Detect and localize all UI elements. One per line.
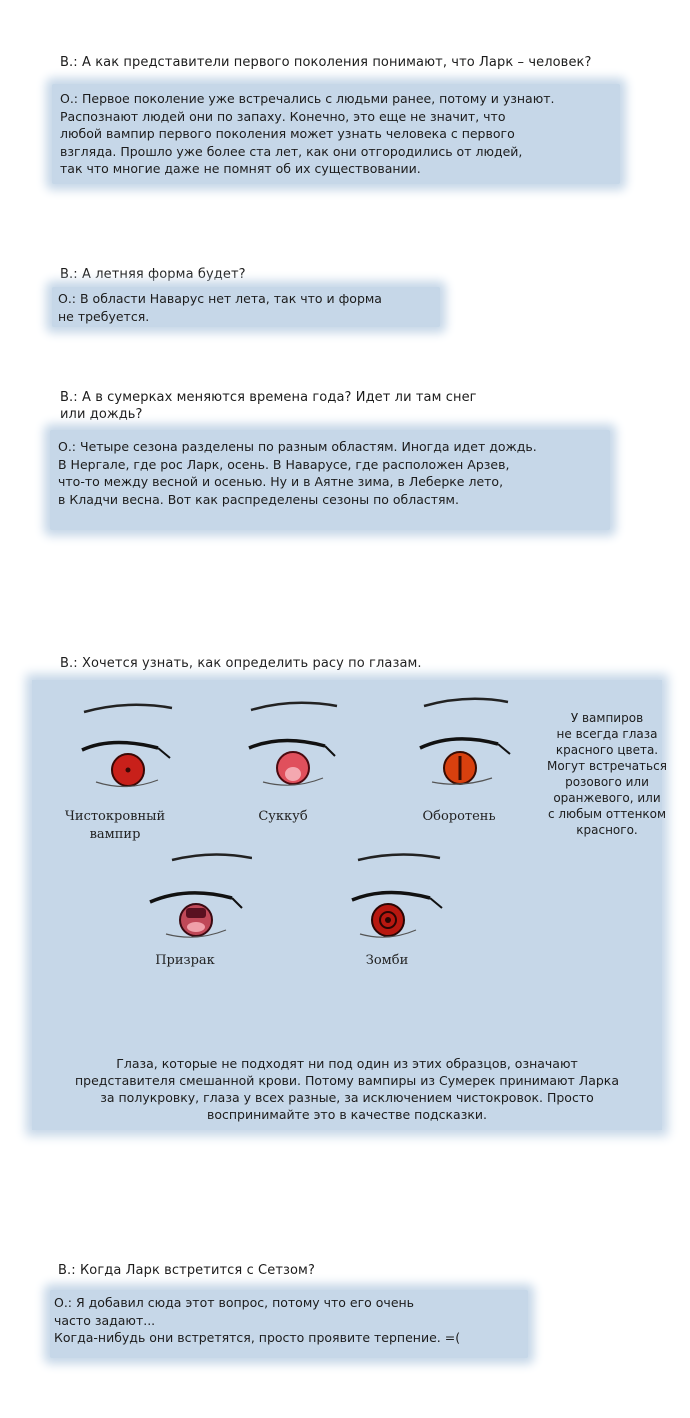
- label-werewolf: Оборотень: [422, 809, 496, 824]
- answer-5: О.: Я добавил сюда этот вопрос, потому ч…: [54, 1295, 461, 1345]
- label-pureblood: Чистокровный вампир: [64, 809, 166, 842]
- label-ghost: Призрак: [155, 953, 215, 968]
- answer-box-2: О.: В области Наварус нет лета, так что …: [52, 287, 440, 327]
- question-5: В.: Когда Ларк встретится с Сетзом?: [58, 1263, 315, 1278]
- label-succubus: Суккуб: [258, 809, 308, 824]
- ghost-eye-icon: [149, 853, 252, 938]
- answer-box-5: О.: Я добавил сюда этот вопрос, потому ч…: [50, 1290, 528, 1358]
- eyes-panel: Чистокровный вампир Суккуб Оборотень При…: [32, 680, 667, 1130]
- pureblood-eye-icon: [81, 703, 173, 788]
- answer-box-1: О.: Первое поколение уже встречались с л…: [52, 84, 620, 184]
- answer-2: О.: В области Наварус нет лета, так что …: [58, 291, 382, 324]
- eye-explanation: Глаза, которые не подходят ни под один и…: [75, 1056, 619, 1122]
- label-zombie: Зомби: [365, 953, 409, 968]
- question-3: В.: А в сумерках меняются времена года? …: [60, 390, 477, 422]
- question-4: В.: Хочется узнать, как определить расу …: [60, 656, 422, 671]
- question-2: В.: А летняя форма будет?: [60, 267, 246, 282]
- zombie-eye-icon: [351, 853, 443, 938]
- eye-color-note: У вампиров не всегда глаза красного цвет…: [547, 711, 667, 837]
- werewolf-eye-icon: [419, 697, 511, 785]
- succubus-eye-icon: [248, 701, 338, 786]
- answer-3: О.: Четыре сезона разделены по разным об…: [58, 439, 537, 507]
- answer-1: О.: Первое поколение уже встречались с л…: [60, 91, 555, 176]
- answer-box-3: О.: Четыре сезона разделены по разным об…: [50, 430, 610, 530]
- question-1: В.: А как представители первого поколени…: [60, 55, 592, 70]
